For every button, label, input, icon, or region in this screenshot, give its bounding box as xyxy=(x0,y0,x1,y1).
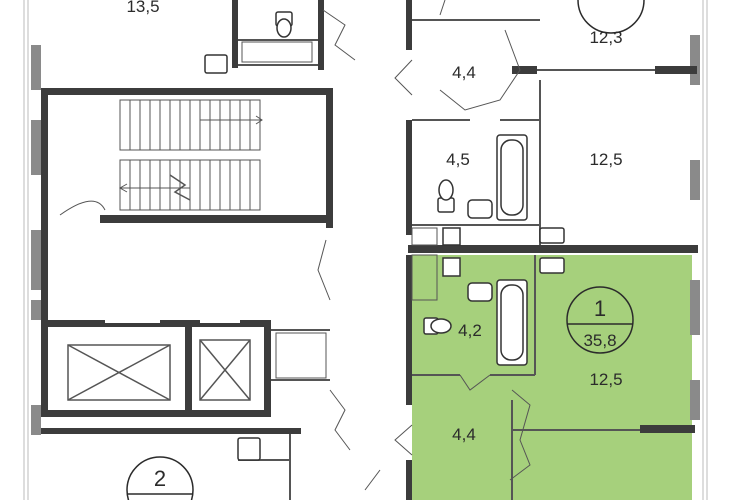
staircase-icon xyxy=(118,99,263,211)
apartment-2-badge: 2 xyxy=(126,456,194,500)
apartment-1-highlight[interactable] xyxy=(412,255,692,500)
toilet-icon xyxy=(275,11,455,335)
window-frames xyxy=(23,0,708,500)
facade-windows xyxy=(31,35,700,435)
apartment-1-number: 1 xyxy=(594,296,606,321)
room-top-left-area: 13,5 xyxy=(126,0,159,16)
elevator-shaft-icon xyxy=(67,319,251,401)
door-swing-icon xyxy=(59,0,531,491)
bath-upper-area: 4,5 xyxy=(446,150,470,169)
sink-icon xyxy=(204,54,565,461)
bath-lower-area: 4,2 xyxy=(458,321,482,340)
room-top-right-area: 12,3 xyxy=(589,28,622,47)
walls xyxy=(41,0,698,500)
room-area-labels: 13,5 12,3 4,4 4,5 12,5 4,2 12,5 4,4 xyxy=(126,0,622,444)
apartment-1-badge: 1 35,8 xyxy=(566,286,634,354)
room-upper-area: 12,5 xyxy=(589,150,622,169)
room-lower-area: 12,5 xyxy=(589,370,622,389)
cabinet-outlines xyxy=(241,41,438,379)
hall-lower-area: 4,4 xyxy=(452,425,476,444)
bathtub-icon xyxy=(496,134,528,366)
apartment-1-total-area: 35,8 xyxy=(583,331,616,350)
partitions xyxy=(238,19,655,500)
hall-upper-area: 4,4 xyxy=(452,63,476,82)
apartment-2-number: 2 xyxy=(154,466,166,491)
apartment-badge-fragment xyxy=(577,0,645,34)
